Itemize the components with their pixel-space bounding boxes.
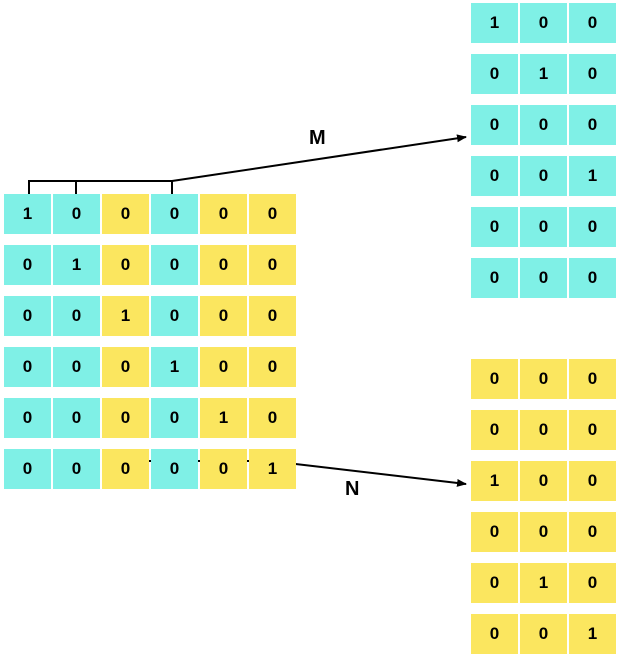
source-matrix-cell: 0 [53,296,100,336]
matrix-m-cell: 0 [471,105,518,145]
source-matrix-cell: 0 [53,194,100,234]
source-matrix-cell: 1 [200,398,247,438]
source-matrix-cell: 0 [53,449,100,489]
matrix-m-cell: 0 [569,3,616,43]
source-matrix-cell: 0 [249,398,296,438]
source-matrix-cell: 0 [249,347,296,387]
matrix-n-cell: 1 [520,563,567,603]
matrix-n-cell: 0 [520,461,567,501]
source-matrix-cell: 0 [4,449,51,489]
matrix-m-cell: 0 [471,258,518,298]
matrix-n-cell: 1 [471,461,518,501]
source-matrix-cell: 1 [102,296,149,336]
matrix-n-cell: 0 [520,512,567,552]
source-matrix-cell: 0 [102,398,149,438]
matrix-m-cell: 1 [520,54,567,94]
matrix-m-cell: 0 [520,207,567,247]
matrix-m-cell: 0 [569,258,616,298]
label-n: N [345,478,360,500]
matrix-n-cell: 0 [520,614,567,654]
source-matrix-cell: 1 [4,194,51,234]
matrix-n-cell: 0 [471,410,518,450]
matrix-m-cell: 0 [471,54,518,94]
matrix-m-cell: 0 [569,105,616,145]
source-matrix-cell: 0 [102,347,149,387]
bracket-m [28,180,173,194]
matrix-m-cell: 0 [520,258,567,298]
matrix-n-cell: 0 [471,512,518,552]
matrix-m-cell: 0 [520,3,567,43]
source-matrix-cell: 0 [151,194,198,234]
source-matrix-cell: 0 [4,347,51,387]
source-matrix-cell: 0 [4,398,51,438]
matrix-m-cell: 1 [471,3,518,43]
label-m: M [309,127,326,149]
matrix-n-cell: 0 [569,563,616,603]
matrix-m-cell: 0 [569,54,616,94]
source-matrix-cell: 0 [102,194,149,234]
matrix-n-cell: 0 [520,410,567,450]
source-matrix-cell: 0 [4,245,51,285]
source-matrix-cell: 0 [151,449,198,489]
matrix-m-cell: 0 [520,156,567,196]
matrix-m-cell: 0 [520,105,567,145]
matrix-n-cell: 0 [520,359,567,399]
source-matrix-cell: 0 [249,245,296,285]
matrix-n-cell: 0 [569,512,616,552]
source-matrix-cell: 0 [151,398,198,438]
source-matrix-cell: 1 [53,245,100,285]
source-matrix-cell: 0 [200,296,247,336]
source-matrix-cell: 0 [200,245,247,285]
source-matrix-cell: 0 [102,245,149,285]
source-matrix-cell: 0 [249,194,296,234]
source-matrix-cell: 1 [249,449,296,489]
source-matrix-cell: 0 [102,449,149,489]
source-matrix-cell: 0 [249,296,296,336]
source-matrix-cell: 0 [200,194,247,234]
matrix-n-cell: 0 [471,614,518,654]
matrix-n-cell: 0 [569,359,616,399]
matrix-n-cell: 0 [471,359,518,399]
source-matrix-cell: 0 [200,449,247,489]
matrix-n-cell: 0 [569,410,616,450]
matrix-n-cell: 1 [569,614,616,654]
matrix-m-cell: 1 [569,156,616,196]
source-matrix-cell: 0 [200,347,247,387]
source-matrix-cell: 0 [53,347,100,387]
matrix-m-cell: 0 [471,156,518,196]
source-matrix-cell: 0 [4,296,51,336]
matrix-n-cell: 0 [569,461,616,501]
source-matrix-cell: 0 [53,398,100,438]
matrix-m-cell: 0 [471,207,518,247]
source-matrix-cell: 0 [151,296,198,336]
source-matrix-cell: 1 [151,347,198,387]
matrix-n-cell: 0 [471,563,518,603]
arrow-n [269,460,467,487]
source-matrix-cell: 0 [151,245,198,285]
matrix-m-cell: 0 [569,207,616,247]
